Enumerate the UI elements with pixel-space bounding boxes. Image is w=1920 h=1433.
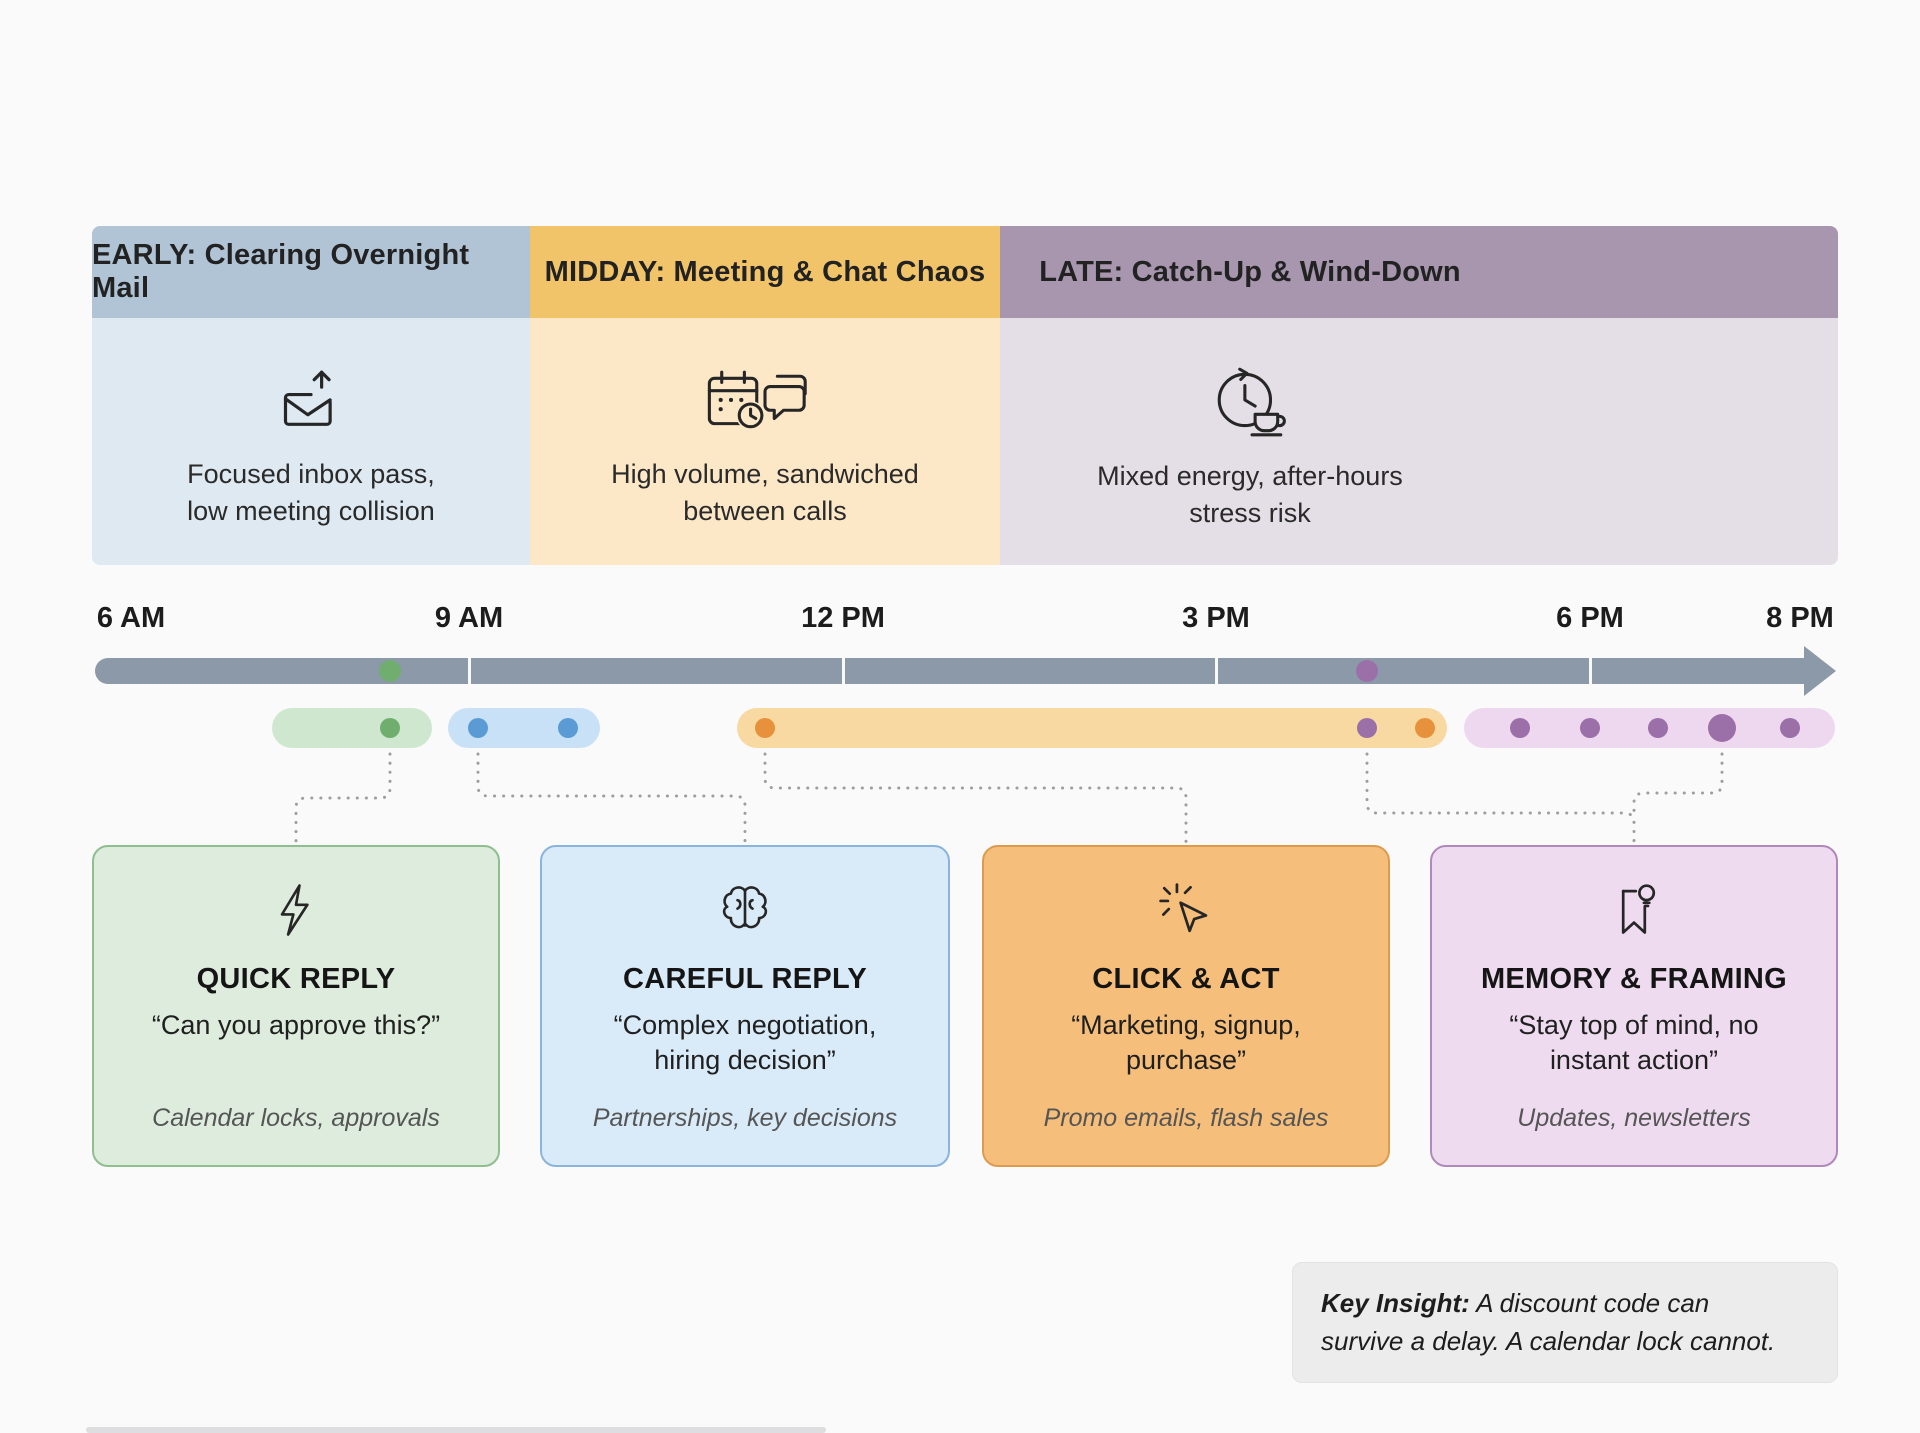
mail-send-icon xyxy=(277,368,345,436)
calendar-chat-icon xyxy=(705,368,825,436)
card-memory-framing-examples: Updates, newsletters xyxy=(1517,1104,1751,1132)
key-insight-box: Key Insight: A discount code can survive… xyxy=(1292,1262,1838,1384)
card-careful-reply-title: CAREFUL REPLY xyxy=(623,963,867,995)
send-dot-blue-1 xyxy=(468,718,488,738)
band-late-body: Mixed energy, after-hours stress risk xyxy=(1000,318,1838,565)
send-dot-orange-1 xyxy=(755,718,775,738)
band-late-title: LATE: Catch-Up & Wind-Down xyxy=(1039,255,1461,288)
send-dot-purple-6 xyxy=(1780,718,1800,738)
lightning-icon xyxy=(268,879,324,941)
bottom-edge-artifact xyxy=(86,1427,826,1433)
timeline-marker-purple xyxy=(1356,660,1378,682)
card-careful-reply-examples: Partnerships, key decisions xyxy=(592,1104,898,1132)
card-careful-reply: CAREFUL REPLY “Complex negotiation, hiri… xyxy=(540,845,950,1167)
key-insight-text: Key Insight: A discount code can survive… xyxy=(1321,1288,1776,1356)
time-label-6am: 6 AM xyxy=(96,602,166,634)
segment-midday-window xyxy=(737,708,1447,748)
card-click-act-quote: “Marketing, signup, purchase” xyxy=(1071,1010,1301,1076)
timeline-tick-9am xyxy=(468,658,471,684)
timeline-tick-12pm xyxy=(842,658,845,684)
key-insight-label: Key Insight: xyxy=(1321,1288,1470,1318)
timeline-arrowhead-icon xyxy=(1804,646,1836,696)
card-quick-reply-quote: “Can you approve this?” xyxy=(151,1010,441,1040)
card-click-act: CLICK & ACT “Marketing, signup, purchase… xyxy=(982,845,1390,1167)
send-dot-orange-2 xyxy=(1415,718,1435,738)
card-memory-framing-title: MEMORY & FRAMING xyxy=(1480,963,1788,995)
card-quick-reply-examples: Calendar locks, approvals xyxy=(152,1104,440,1132)
band-late-description: Mixed energy, after-hours stress risk xyxy=(1097,461,1403,528)
timeline-tick-6pm xyxy=(1589,658,1592,684)
card-click-act-title: CLICK & ACT xyxy=(1092,963,1280,995)
band-late: LATE: Catch-Up & Wind-Down xyxy=(1000,226,1838,565)
time-label-12pm: 12 PM xyxy=(801,602,885,634)
send-dot-blue-2 xyxy=(558,718,578,738)
band-early: EARLY: Clearing Overnight Mail Focused i… xyxy=(92,226,530,565)
send-dot-purple-2 xyxy=(1510,718,1530,738)
card-memory-framing: MEMORY & FRAMING “Stay top of mind, no i… xyxy=(1430,845,1838,1167)
band-midday-body: High volume, sandwiched between calls xyxy=(530,318,1000,565)
band-early-description: Focused inbox pass, low meeting collisio… xyxy=(187,459,435,526)
card-quick-reply: QUICK REPLY “Can you approve this?” Cale… xyxy=(92,845,500,1167)
time-label-3pm: 3 PM xyxy=(1182,602,1250,634)
brain-icon xyxy=(715,879,775,941)
band-midday: MIDDAY: Meeting & Chat Chaos xyxy=(530,226,1000,565)
send-dot-purple-1 xyxy=(1357,718,1377,738)
time-label-8pm: 8 PM xyxy=(1766,602,1834,634)
band-midday-description: High volume, sandwiched between calls xyxy=(611,459,919,526)
band-early-body: Focused inbox pass, low meeting collisio… xyxy=(92,318,530,565)
send-dot-purple-5 xyxy=(1708,714,1736,742)
time-label-9am: 9 AM xyxy=(434,602,504,634)
segment-early-window xyxy=(272,708,432,748)
card-careful-reply-quote: “Complex negotiation, hiring decision” xyxy=(613,1010,877,1076)
send-dot-purple-4 xyxy=(1648,718,1668,738)
time-label-6pm: 6 PM xyxy=(1556,602,1624,634)
band-early-header: EARLY: Clearing Overnight Mail xyxy=(92,226,530,318)
band-midday-title: MIDDAY: Meeting & Chat Chaos xyxy=(544,255,986,288)
band-early-title: EARLY: Clearing Overnight Mail xyxy=(92,239,470,304)
band-late-header: LATE: Catch-Up & Wind-Down xyxy=(1000,226,1838,318)
timeline-bar xyxy=(95,658,1806,684)
send-dot-purple-3 xyxy=(1580,718,1600,738)
bookmark-idea-icon xyxy=(1607,879,1661,941)
card-click-act-examples: Promo emails, flash sales xyxy=(1043,1104,1329,1132)
timeline-tick-3pm xyxy=(1215,658,1218,684)
band-midday-header: MIDDAY: Meeting & Chat Chaos xyxy=(530,226,1000,318)
timeline-marker-green xyxy=(379,660,401,682)
card-quick-reply-title: QUICK REPLY xyxy=(196,963,396,995)
card-memory-framing-quote: “Stay top of mind, no instant action” xyxy=(1509,1010,1759,1076)
clock-coffee-icon xyxy=(1210,366,1290,438)
cursor-click-icon xyxy=(1157,879,1215,941)
send-dot-green xyxy=(380,718,400,738)
